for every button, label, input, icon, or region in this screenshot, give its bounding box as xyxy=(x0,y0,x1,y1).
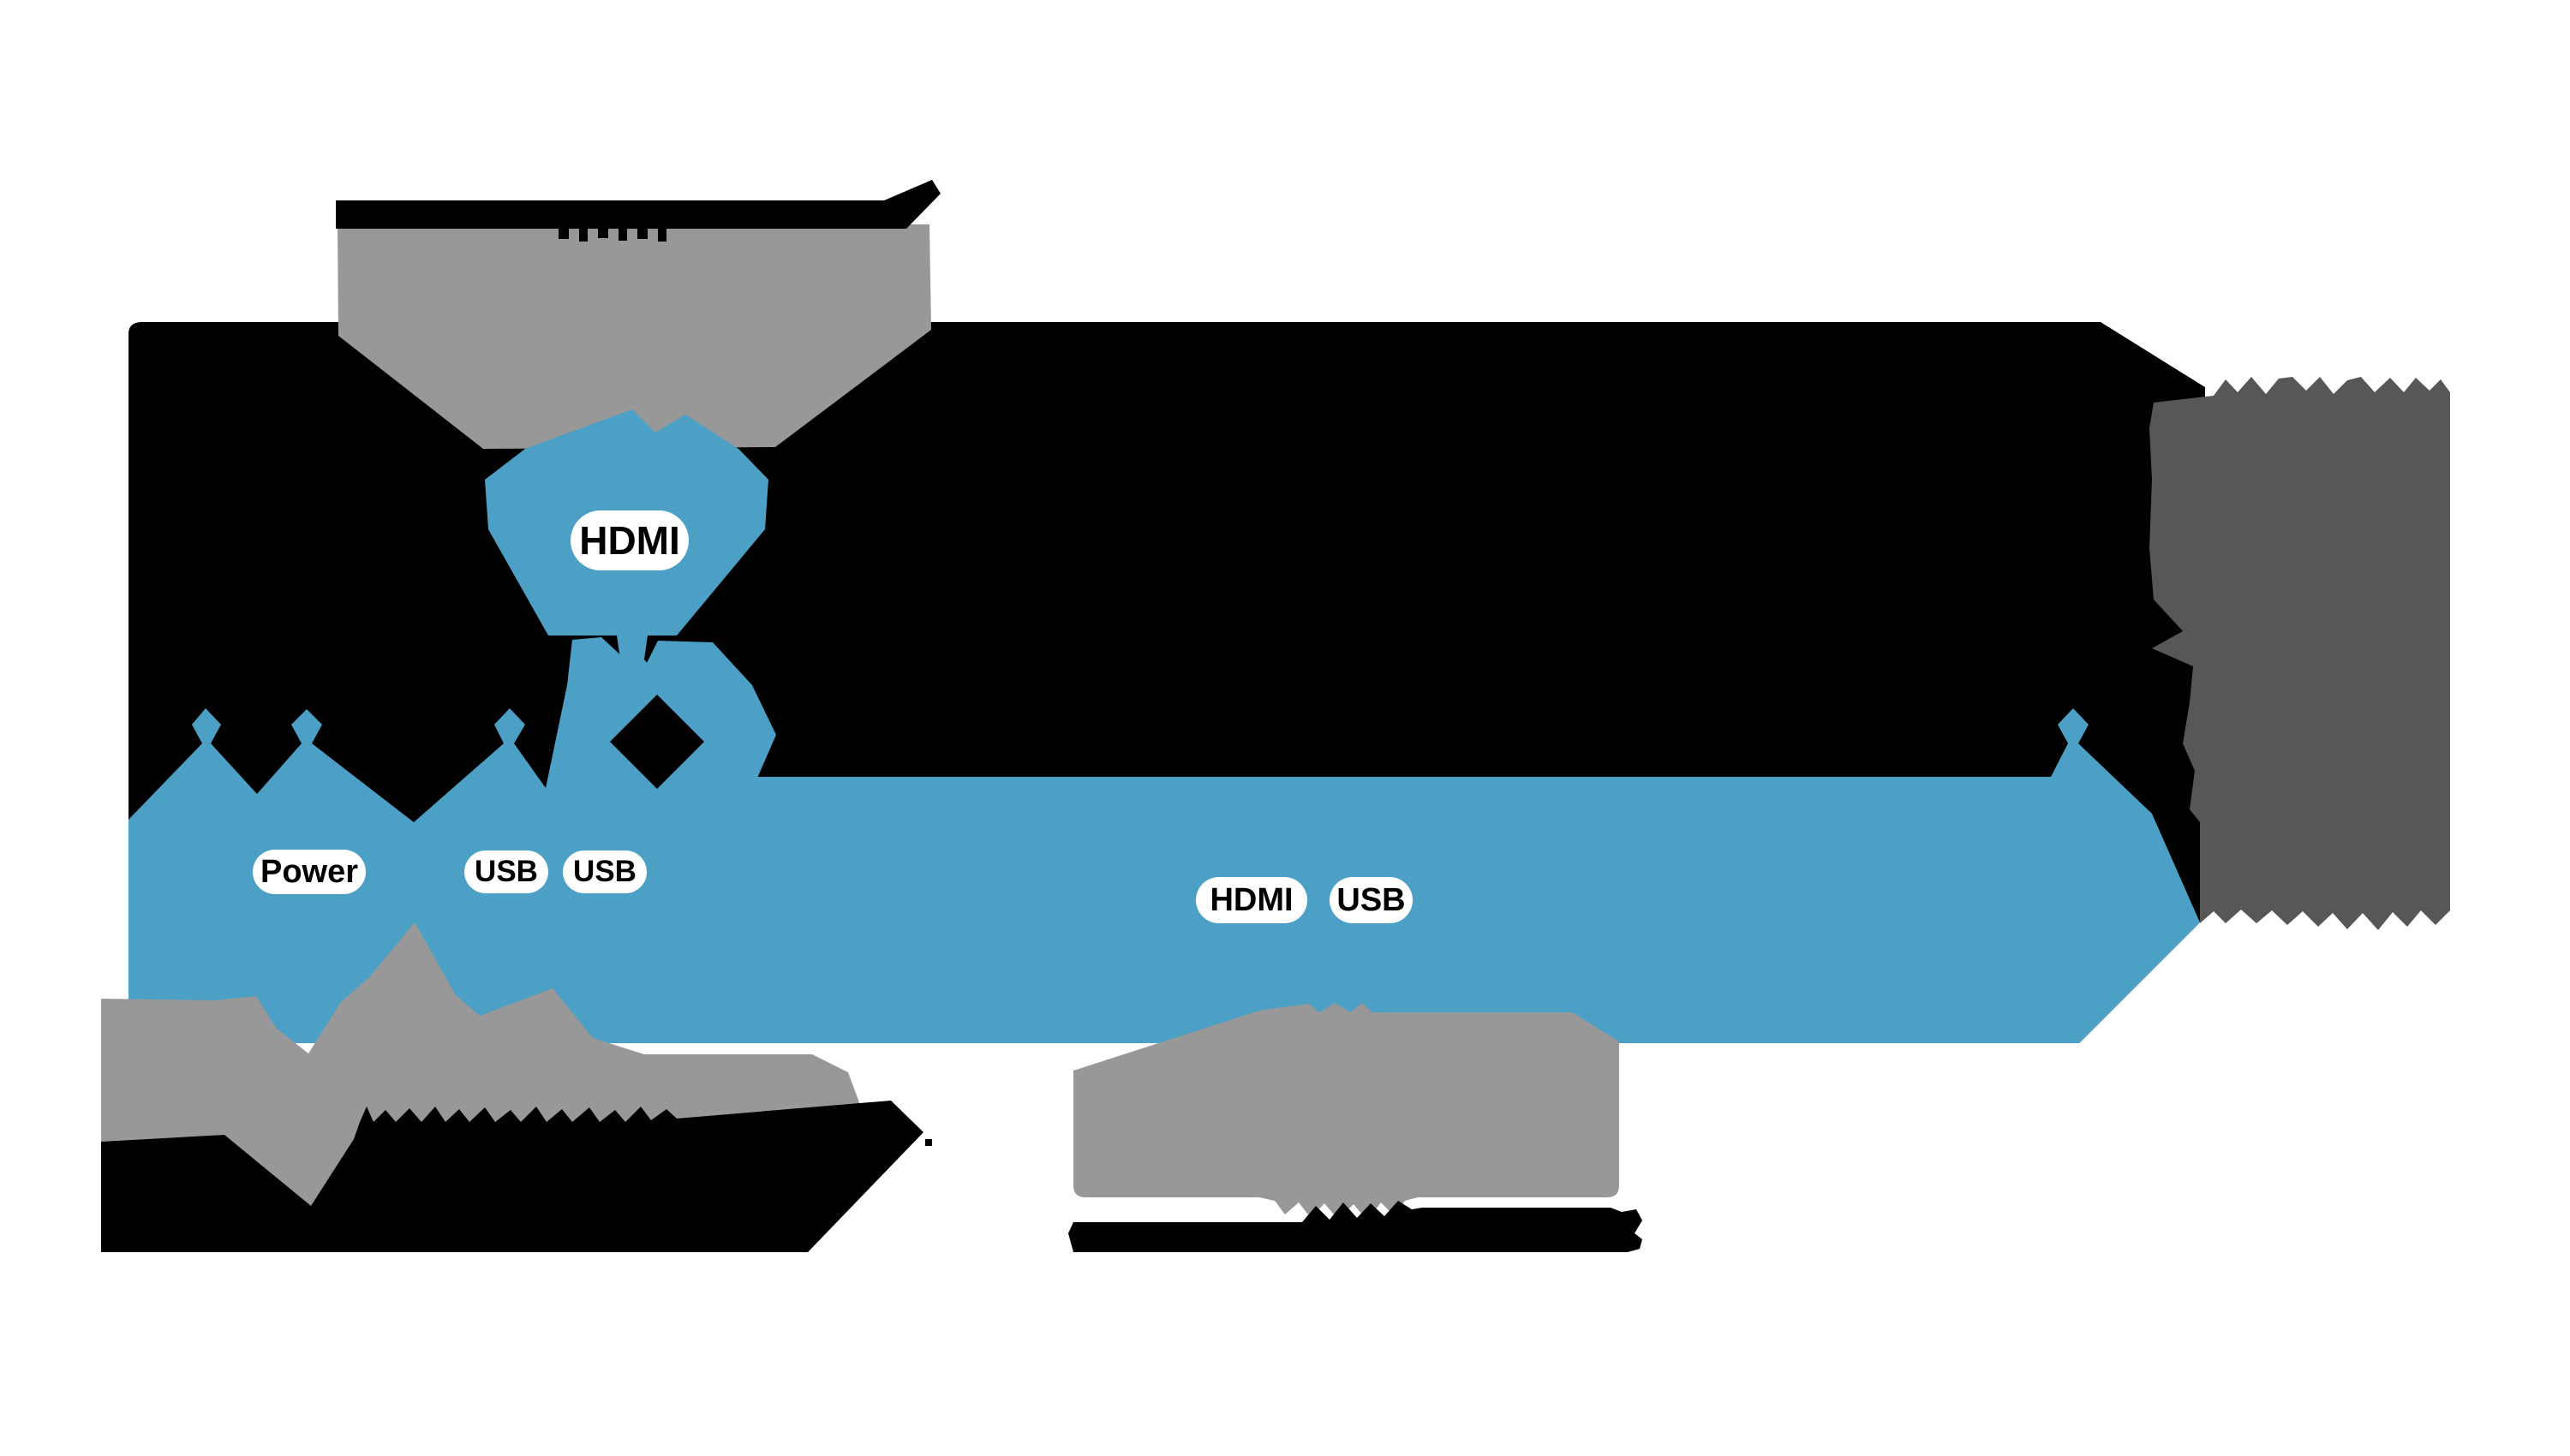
port-label-power: Power xyxy=(253,850,366,894)
port-label-usb-center-text: USB xyxy=(1336,881,1406,918)
bottom-middle-caption-bar xyxy=(1068,1201,1642,1252)
port-label-power-text: Power xyxy=(260,853,359,890)
port-label-hdmi-top-text: HDMI xyxy=(579,518,680,563)
port-label-usb-1-text: USB xyxy=(475,855,538,888)
pointer-diamond-gap xyxy=(610,695,704,789)
stray-dot xyxy=(925,1139,932,1146)
bottom-left-caption-band xyxy=(101,1101,923,1252)
top-callout-balloon xyxy=(338,224,931,449)
port-label-hdmi-top: HDMI xyxy=(571,510,689,570)
top-caption-descenders xyxy=(559,225,666,242)
side-note-blob xyxy=(2149,377,2450,930)
port-label-hdmi-center: HDMI xyxy=(1196,877,1307,923)
port-label-hdmi-center-text: HDMI xyxy=(1210,881,1294,918)
top-caption-bar xyxy=(336,180,941,229)
port-label-usb-1: USB xyxy=(464,850,548,893)
bottom-middle-callout-box xyxy=(1073,1003,1619,1220)
port-label-usb-center: USB xyxy=(1330,877,1413,923)
port-label-usb-2-text: USB xyxy=(573,855,637,888)
port-label-usb-2: USB xyxy=(563,850,647,893)
